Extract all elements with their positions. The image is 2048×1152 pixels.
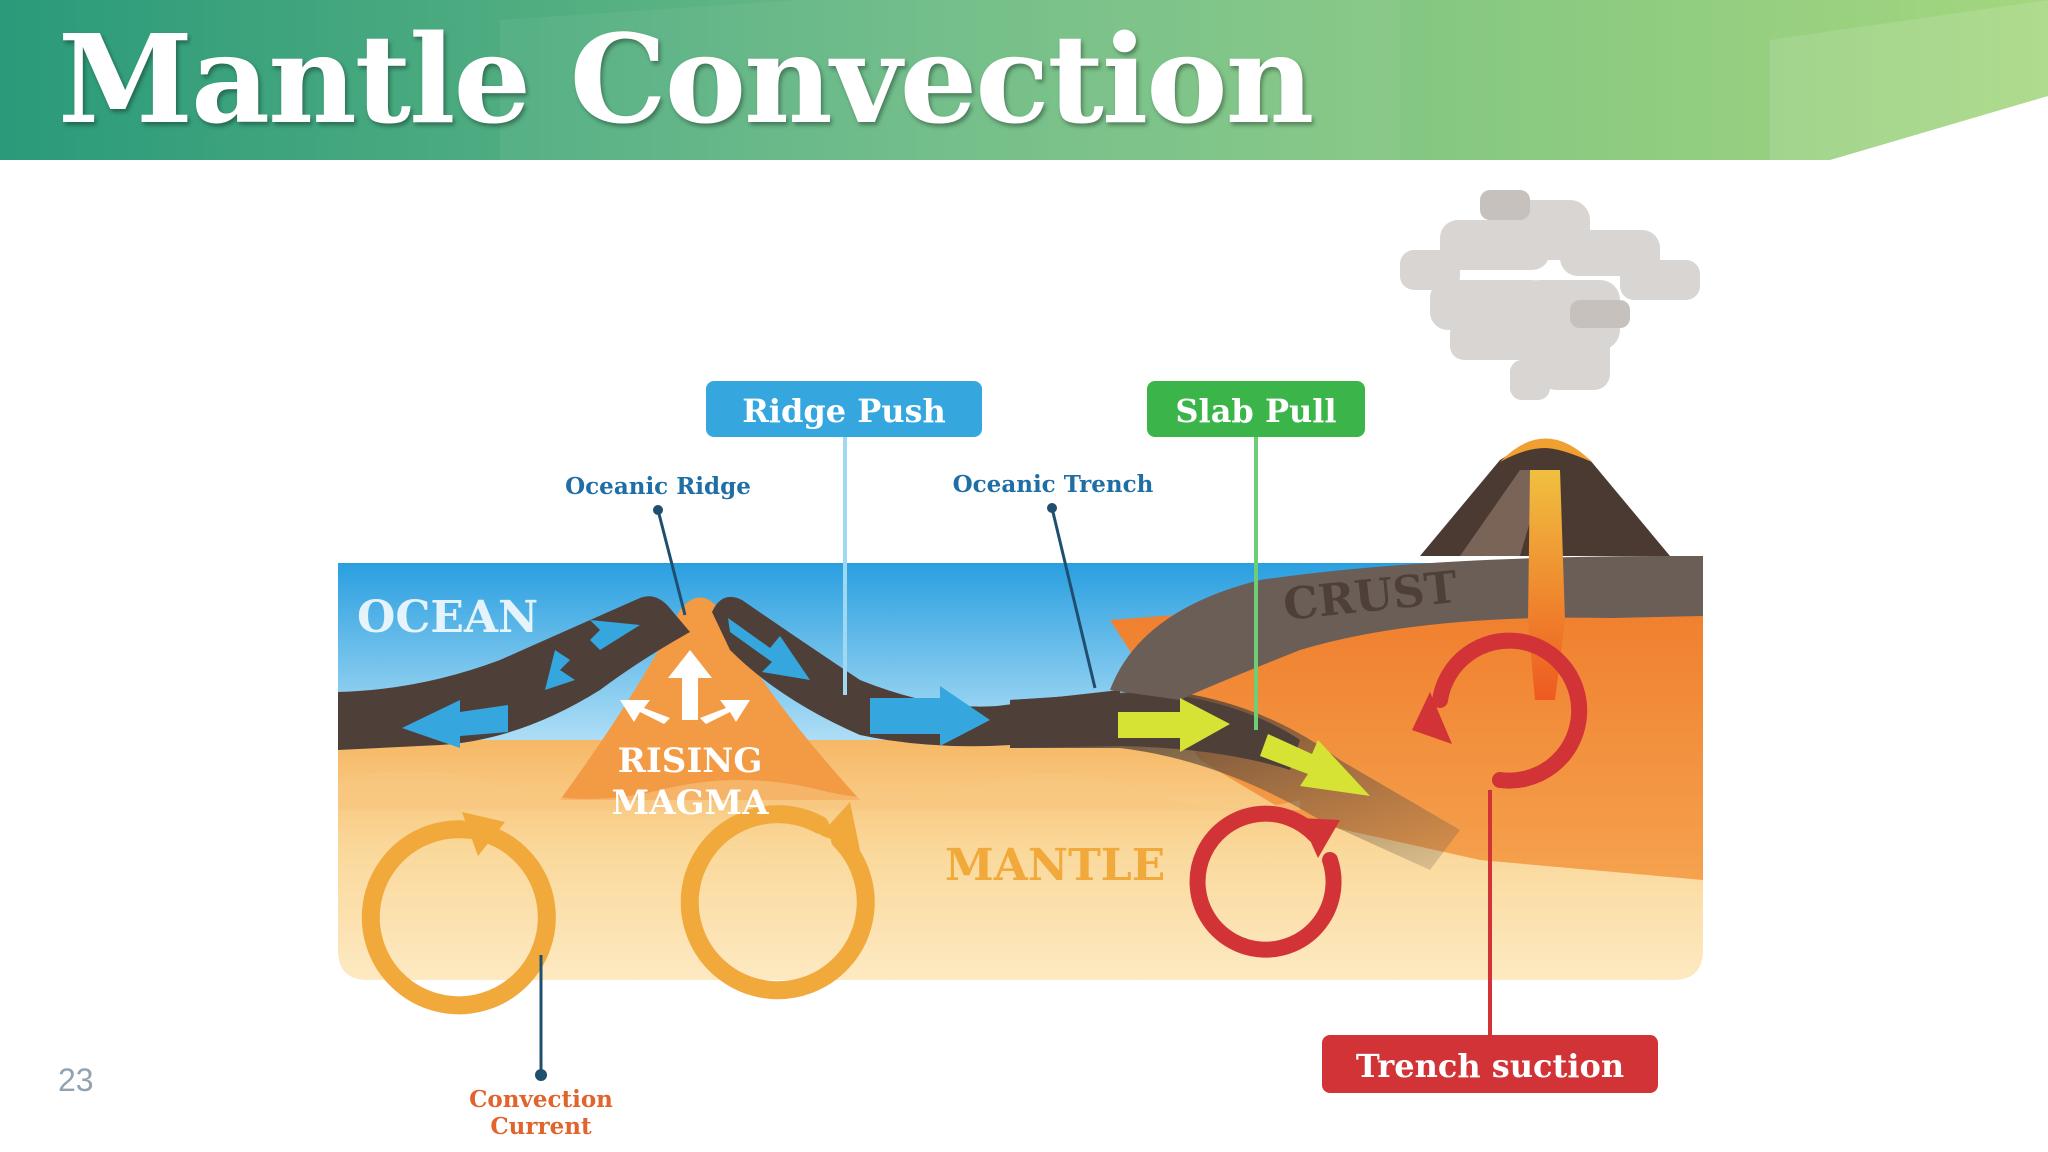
trench-suction-callout: Trench suction (1322, 1035, 1658, 1093)
slide-number: 23 (58, 1062, 94, 1098)
ridge-push-callout: Ridge Push (706, 381, 982, 437)
trench-suction-label: Trench suction (1356, 1047, 1624, 1085)
smoke-cloud (1400, 190, 1700, 400)
ridge-push-label: Ridge Push (742, 392, 946, 430)
oceanic-trench-leader (1050, 507, 1097, 689)
oceanic-ridge-label: Oceanic Ridge (565, 473, 751, 500)
slab-pull-callout: Slab Pull (1147, 381, 1365, 437)
oceanic-ridge-leader (656, 509, 687, 616)
plate-motion-arrows (402, 618, 990, 748)
convection-current-label-line1: Convection (469, 1086, 613, 1113)
rising-magma-label-line1: RISING (618, 741, 763, 781)
oceanic-trench-label: Oceanic Trench (953, 471, 1154, 498)
header-banner (0, 0, 2048, 160)
slab-pull-label: Slab Pull (1175, 392, 1336, 430)
trench-suction-circles (1189, 632, 1588, 958)
page-title: Mantle Convection (58, 7, 1314, 151)
convection-current-label-line2: Current (490, 1113, 592, 1140)
rising-magma-region (560, 597, 860, 800)
rising-magma-arrows (620, 650, 750, 724)
rising-magma-label-line2: MAGMA (611, 783, 769, 823)
slab-pull-arrows (1118, 698, 1370, 796)
convection-current-orange (361, 805, 875, 1015)
lava-crater (1500, 438, 1592, 462)
ocean-label: OCEAN (357, 592, 538, 643)
mantle-label: MANTLE (945, 840, 1165, 891)
